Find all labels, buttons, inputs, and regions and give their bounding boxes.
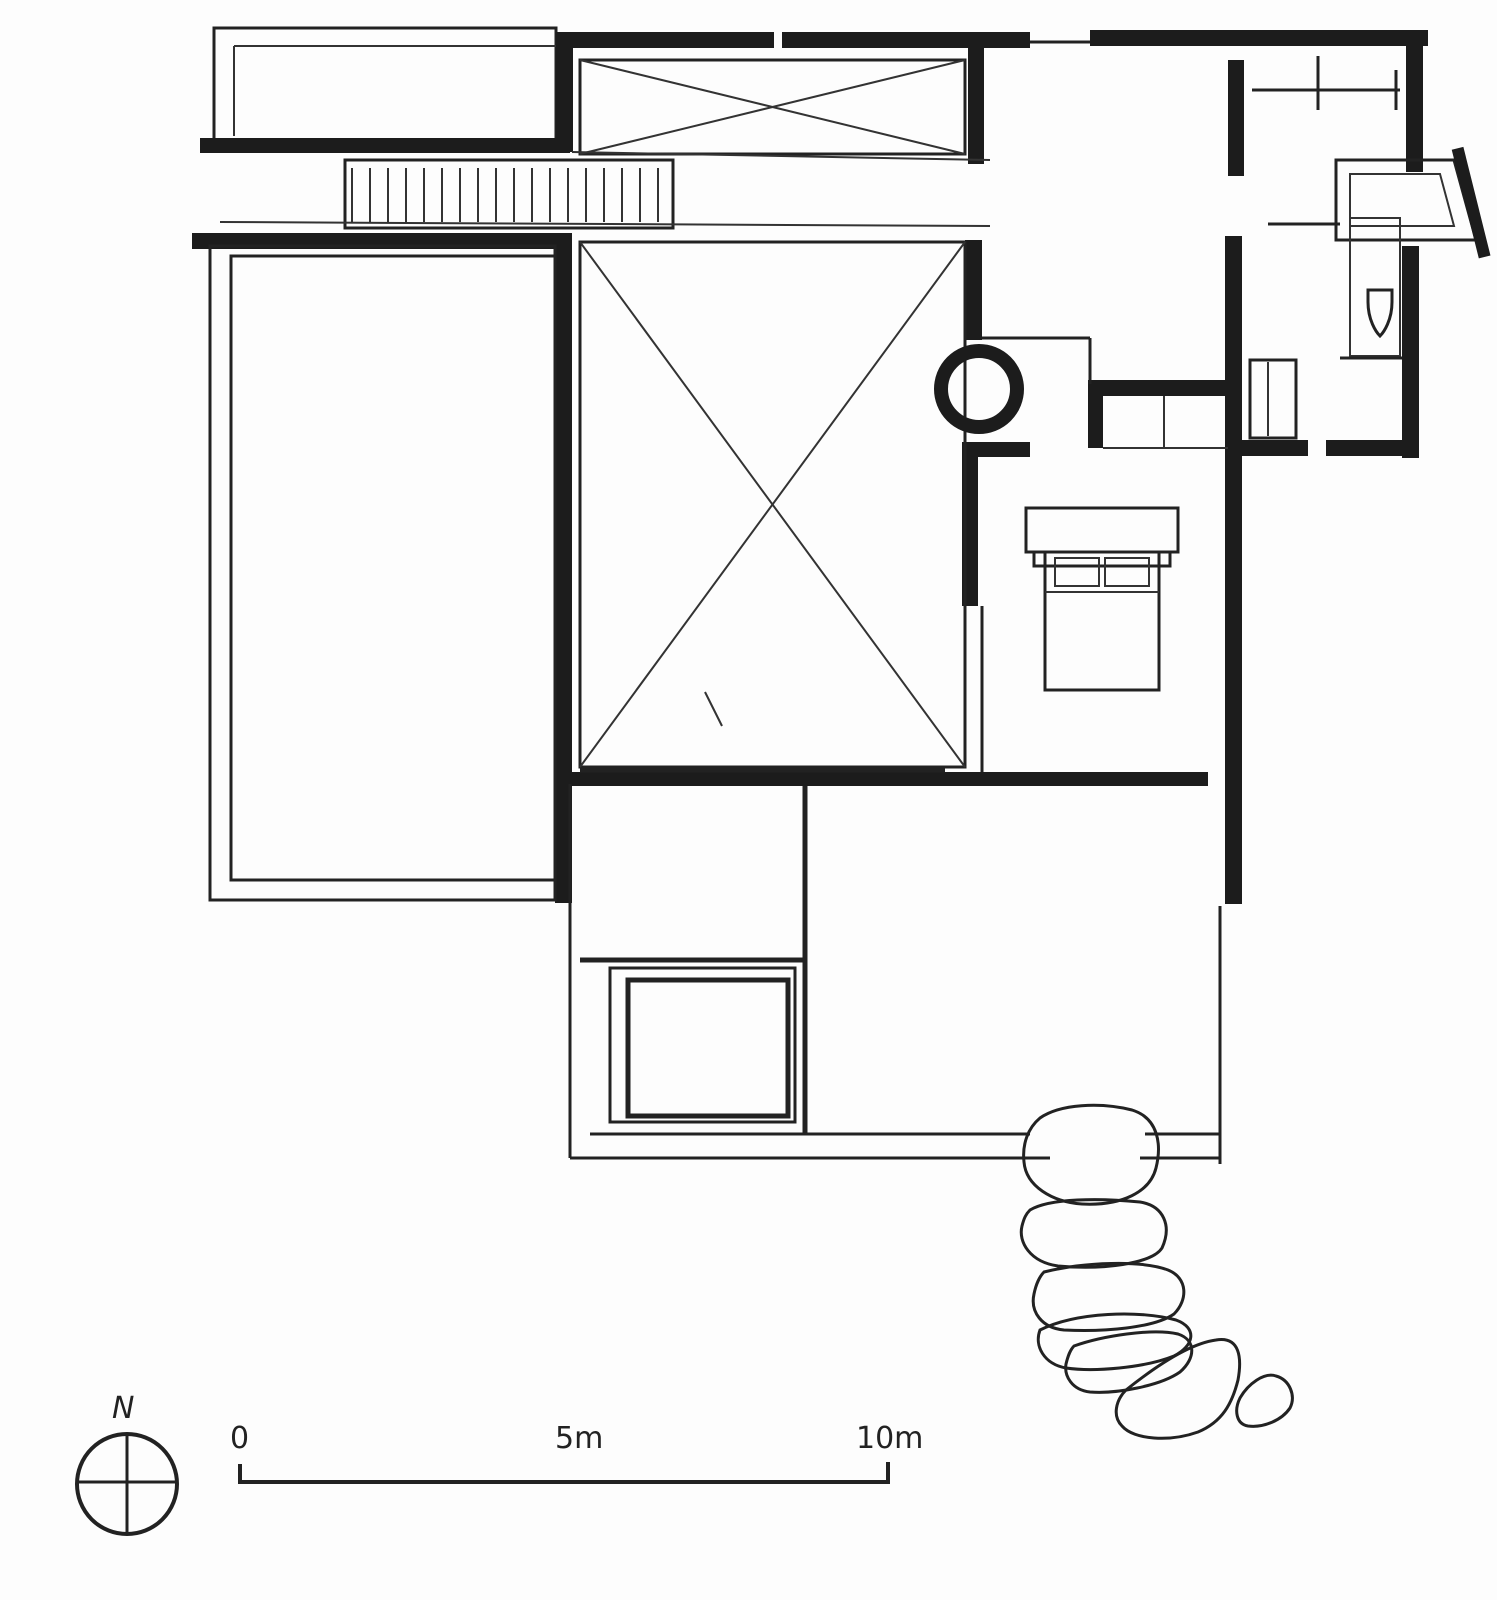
double-bed xyxy=(1024,506,1180,692)
west-terrace xyxy=(208,244,557,902)
wall-panel xyxy=(1451,146,1491,259)
toilet xyxy=(1366,288,1394,339)
north-strip xyxy=(200,26,1428,164)
sink xyxy=(1248,358,1298,440)
bathroom xyxy=(1248,56,1491,440)
central-void xyxy=(578,240,967,769)
north-arrow: N xyxy=(75,1391,179,1536)
round-column xyxy=(934,344,1024,434)
scale-tick-0: 0 xyxy=(230,1421,249,1456)
scale-tick-10: 10m xyxy=(856,1421,923,1456)
north-void xyxy=(578,58,967,156)
stepping-stones xyxy=(1019,1103,1294,1440)
north-label: N xyxy=(112,1391,134,1426)
planter xyxy=(608,966,797,1124)
scale-tick-5: 5m xyxy=(555,1421,603,1456)
stair xyxy=(219,158,991,230)
scale-bar: 0 5m 10m xyxy=(230,1421,923,1484)
south-block xyxy=(568,784,1222,1164)
bedroom xyxy=(980,336,1228,772)
